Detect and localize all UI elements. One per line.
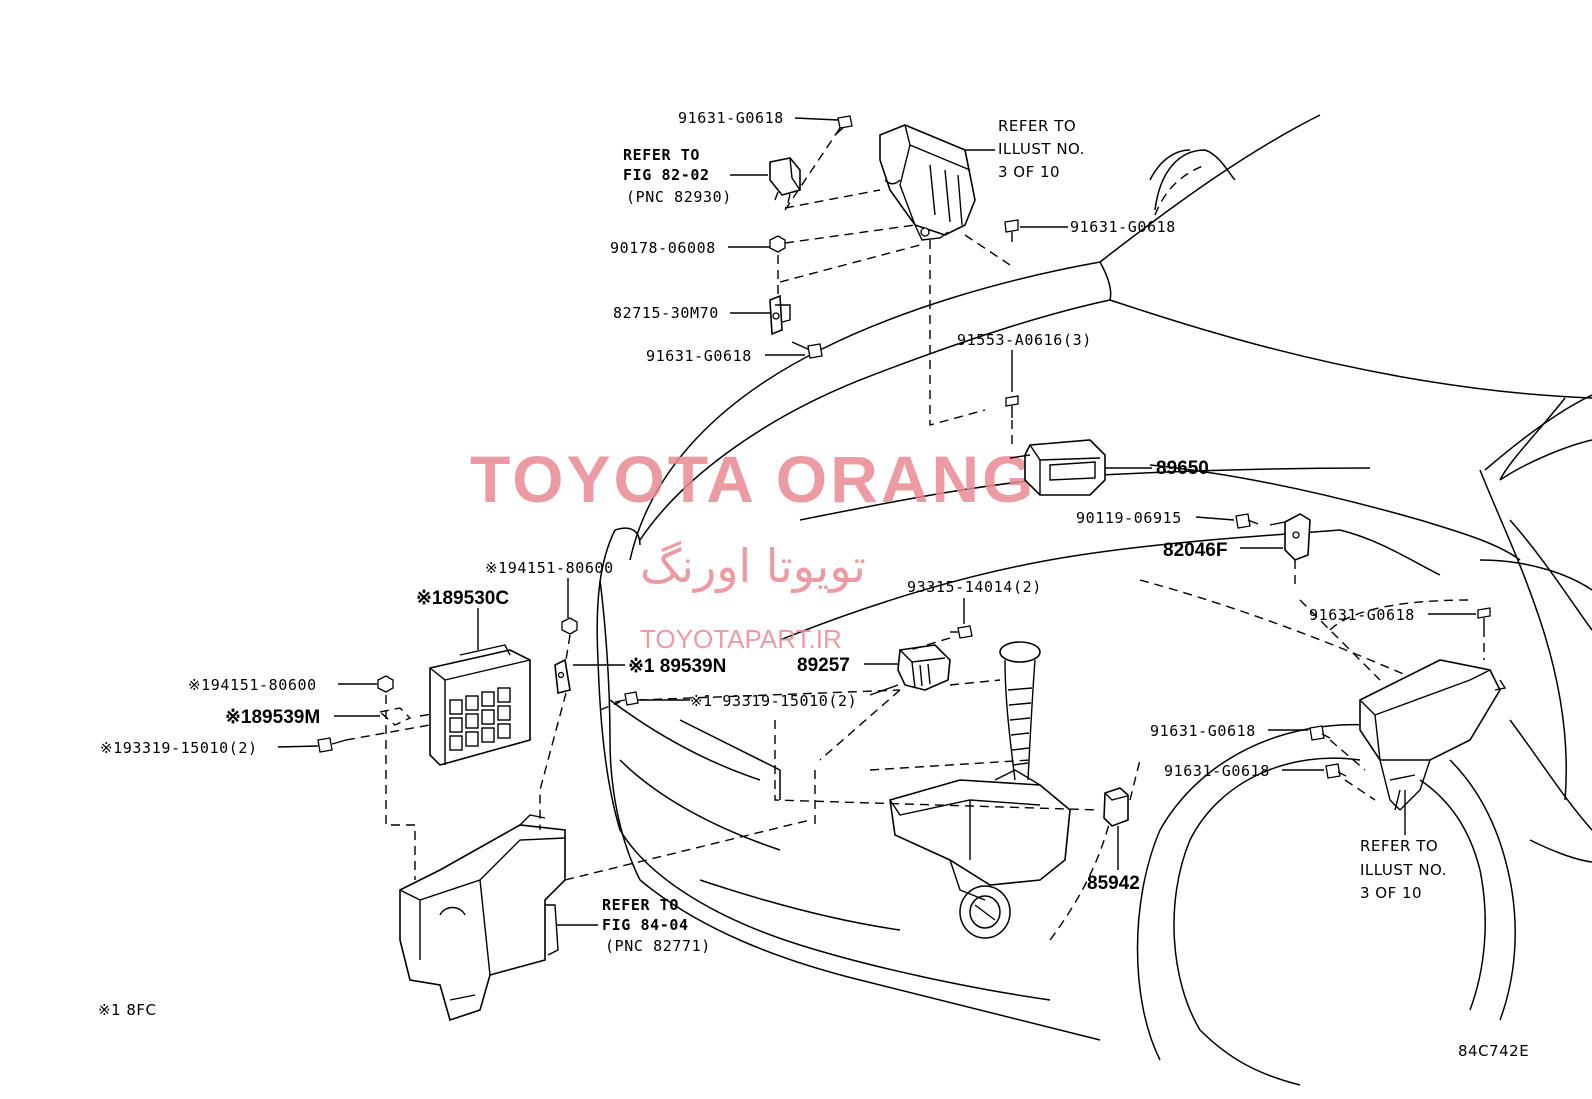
bracket-89539M: [378, 707, 412, 726]
relay-82930: [769, 157, 801, 204]
watermark-url: TOYOTAPART.IR: [640, 624, 842, 654]
bolt-93315: [950, 625, 973, 639]
ecu-box-82771: [399, 814, 566, 1022]
bolt-193319-left: [317, 737, 347, 753]
label-194151-left: ※194151-80600: [188, 676, 317, 694]
label-90178: 90178-06008: [610, 239, 716, 257]
watermark-persian: تویوتا اورنگ: [640, 539, 866, 594]
footnote: ※1 8FC: [98, 1001, 157, 1019]
bolt-right-fuse-top: [1477, 607, 1491, 628]
right-fuse-box: [1359, 659, 1507, 811]
label-89539M: ※189539M: [225, 707, 320, 728]
bolt-91553: [1005, 395, 1019, 418]
label-refer-82-1: REFER TO: [623, 146, 700, 164]
label-89539N: ※1 89539N: [628, 656, 726, 677]
label-193319-left: ※193319-15010(2): [100, 739, 258, 757]
label-refer-illust-right-1: REFER TO: [1360, 837, 1438, 855]
label-refer-illust-right-2: ILLUST NO.: [1360, 861, 1447, 879]
label-91631-fuse-2: 91631-G0618: [1164, 762, 1270, 780]
label-85942: 85942: [1087, 873, 1140, 894]
part-85942: [1103, 787, 1129, 827]
label-91631-right-top: 91631-G0618: [1070, 218, 1176, 236]
label-93315: 93315-14014(2): [907, 578, 1042, 596]
hose-assembly: [999, 641, 1041, 781]
part-89257: [897, 644, 951, 691]
bracket-82715: [769, 294, 791, 336]
label-refer-illust-right-3: 3 OF 10: [1360, 884, 1422, 902]
label-91631-fuse-1: 91631-G0618: [1150, 722, 1256, 740]
label-89257: 89257: [797, 655, 850, 676]
label-refer-82-3: (PNC 82930): [626, 188, 732, 206]
nut-90178: [769, 235, 786, 253]
washer-tank: [889, 769, 1071, 901]
part-89650: [1009, 439, 1106, 496]
label-89650: 89650: [1156, 458, 1209, 479]
label-refer-84-1: REFER TO: [602, 896, 679, 914]
vehicle-body-outline: [596, 114, 1592, 1086]
bolt-right-top: [1004, 219, 1019, 242]
label-refer-illust-top-3: 3 OF 10: [998, 163, 1060, 181]
watermark: TOYOTA ORANG تویوتا اورنگ TOYOTAPART.IR: [470, 442, 1036, 654]
label-91553: 91553-A0616(3): [957, 331, 1092, 349]
label-refer-illust-top-1: REFER TO: [998, 117, 1076, 135]
label-91631-top: 91631-G0618: [678, 109, 784, 127]
top-control-unit: [879, 124, 976, 241]
nut-194151-left: [377, 675, 394, 693]
label-193319-mid: ※1 93319-15010(2): [690, 692, 857, 710]
label-refer-illust-top-2: ILLUST NO.: [998, 140, 1085, 158]
callout-labels: 91631-G0618 REFER TO FIG 82-02 (PNC 8293…: [98, 109, 1529, 1060]
nut-194151-top: [561, 617, 578, 635]
watermark-title: TOYOTA ORANG: [470, 442, 1036, 516]
ecu-89530C: [429, 644, 531, 766]
label-91631-left-mid: 91631-G0618: [646, 347, 752, 365]
label-89530C: ※189530C: [416, 588, 509, 609]
leader-lines: [277, 117, 1485, 926]
label-refer-82-2: FIG 82-02: [623, 166, 710, 184]
bracket-89539N: [554, 658, 571, 694]
label-91631-right-fuse: 91631-G0618: [1309, 606, 1415, 624]
diagram-code: 84C742E: [1458, 1042, 1529, 1060]
bolt-left-mid: [791, 341, 823, 359]
bolt-193319-mid: [614, 691, 639, 706]
bolt-right-fuse-1: [1309, 725, 1331, 741]
label-82715: 82715-30M70: [613, 304, 719, 322]
label-refer-84-3: (PNC 82771): [605, 937, 711, 955]
bolt-right-fuse-2: [1325, 763, 1347, 779]
label-refer-84-2: FIG 84-04: [602, 916, 689, 934]
bracket-82046F: [1269, 513, 1311, 561]
bolt-90119: [1235, 513, 1259, 529]
ecu-connector-grid: [449, 687, 511, 751]
label-194151-top: ※194151-80600: [485, 559, 614, 577]
label-90119: 90119-06915: [1076, 509, 1182, 527]
label-82046F: 82046F: [1163, 540, 1227, 561]
